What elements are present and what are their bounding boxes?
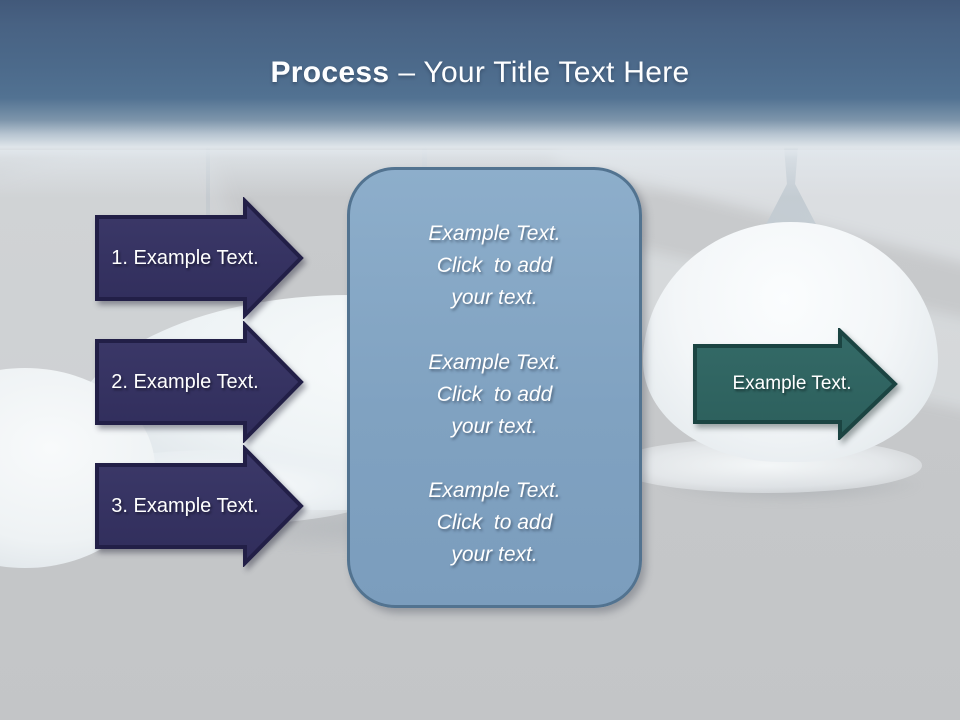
output-arrow-label: Example Text. — [732, 373, 852, 394]
step-arrow-1-shape — [95, 197, 304, 319]
page-title-keyword: Process — [270, 56, 390, 89]
step-arrow-3-shape — [95, 445, 304, 567]
panel-text-block-1[interactable]: Example Text. Click to add your text. — [428, 222, 561, 309]
output-arrow[interactable]: Example Text. — [693, 328, 898, 440]
step-arrow-3-label: 3. Example Text. — [111, 494, 259, 517]
step-arrow-2-shape — [95, 321, 304, 443]
pendant-lamp-right-rim — [612, 438, 922, 493]
step-arrow-3[interactable]: 3. Example Text. — [95, 445, 305, 567]
pendant-lamp-right-stem — [762, 132, 820, 232]
output-arrow-shape — [693, 328, 898, 440]
pendant-lamp-right-shadow — [655, 465, 925, 505]
step-arrow-2-label: 2. Example Text. — [111, 370, 259, 393]
step-arrow-1[interactable]: 1. Example Text. — [95, 197, 305, 319]
page-title: Process– Your Title Text Here — [0, 56, 960, 90]
panel-text-block-2[interactable]: Example Text. Click to add your text. — [428, 350, 561, 438]
step-arrow-1-label: 1. Example Text. — [111, 246, 259, 269]
panel-text-block-3[interactable]: Example Text. Click to add your text. — [428, 479, 561, 566]
center-text-panel[interactable]: Example Text. Click to add your text. Ex… — [347, 167, 642, 608]
step-arrow-2[interactable]: 2. Example Text. — [95, 321, 305, 443]
page-title-subtitle: – Your Title Text Here — [398, 56, 690, 89]
